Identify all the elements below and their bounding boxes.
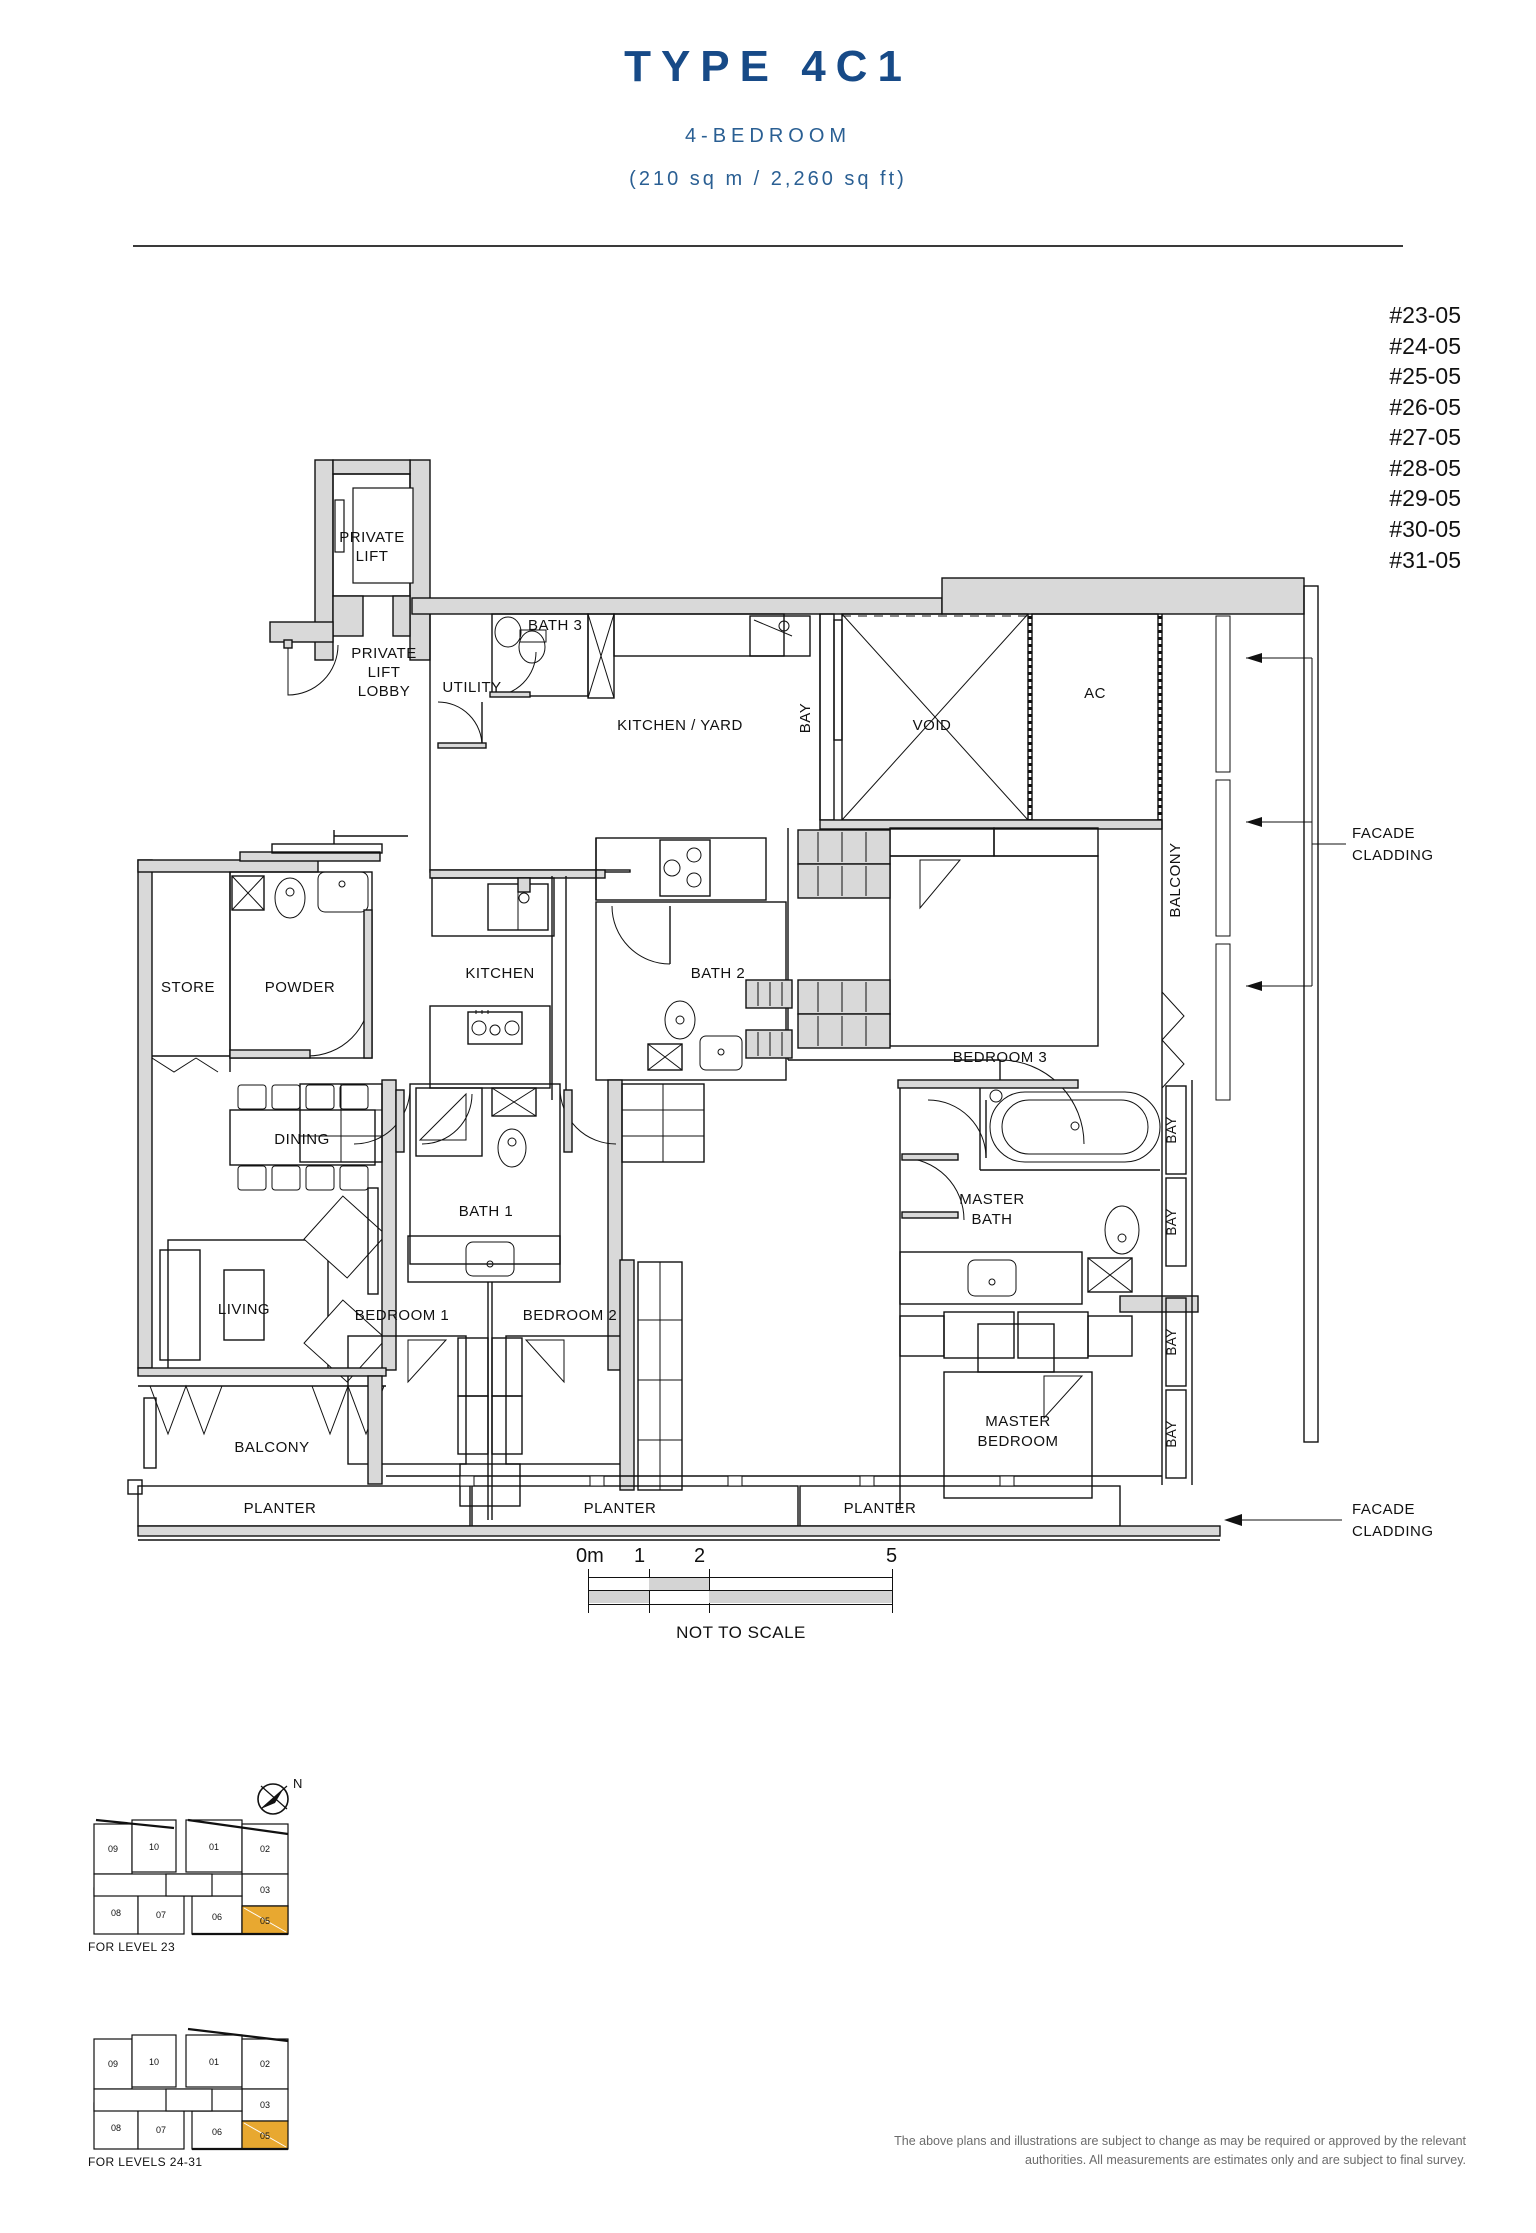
room-label-bay-3: BAY xyxy=(1164,1328,1179,1355)
room-label-balcony-left: BALCONY xyxy=(234,1439,309,1456)
svg-text:02: 02 xyxy=(260,2059,270,2069)
svg-text:10: 10 xyxy=(149,1842,159,1852)
page-title: TYPE 4C1 xyxy=(624,42,912,91)
room-label-bay-top: BAY xyxy=(797,703,814,733)
room-label-bay-4: BAY xyxy=(1164,1420,1179,1447)
disclaimer-text: The above plans and illustrations are su… xyxy=(894,2134,1466,2167)
room-label-balcony-right: BALCONY xyxy=(1167,842,1184,917)
svg-text:07: 07 xyxy=(156,2125,166,2135)
room-label-utility: UTILITY xyxy=(442,679,501,696)
svg-text:10: 10 xyxy=(149,2057,159,2067)
room-label-master-bath-2: BATH xyxy=(972,1211,1013,1228)
svg-text:02: 02 xyxy=(260,1844,270,1854)
scale-note: NOT TO SCALE xyxy=(676,1623,806,1642)
room-label-lift-lobby-2: LIFT xyxy=(368,664,401,681)
svg-text:09: 09 xyxy=(108,2059,118,2069)
unit-number: #30-05 xyxy=(1389,516,1461,543)
room-label-kitchen: KITCHEN xyxy=(465,965,534,982)
floor-plan-drawing: .w{fill:#d9d9d9;stroke:#111;stroke-width… xyxy=(120,440,1440,1560)
room-label-void: VOID xyxy=(913,717,952,734)
callout-facade-cladding-right-2: CLADDING xyxy=(1352,847,1434,864)
room-label-powder: POWDER xyxy=(265,979,336,996)
callout-facade-cladding-bottom-1: FACADE xyxy=(1352,1501,1415,1518)
unit-number: #26-05 xyxy=(1389,393,1461,420)
unit-number-list: #23-05 #24-05 #25-05 #26-05 #27-05 #28-0… xyxy=(1389,300,1461,575)
compass-north-icon: N xyxy=(253,1775,311,1817)
unit-number: #25-05 xyxy=(1389,363,1461,390)
svg-text:01: 01 xyxy=(209,2057,219,2067)
svg-text:08: 08 xyxy=(111,1908,121,1918)
unit-number: #29-05 xyxy=(1389,485,1461,512)
room-label-ac: AC xyxy=(1084,685,1106,702)
unit-number: #28-05 xyxy=(1389,454,1461,481)
svg-text:05: 05 xyxy=(260,2131,270,2141)
scale-bar-upper xyxy=(588,1577,893,1591)
key-plan-levels-24-31[interactable]: 09 10 01 02 03 08 07 06 05 FOR LEVELS 24-31 xyxy=(88,2015,298,2169)
room-label-dining: DINING xyxy=(274,1131,330,1148)
callout-facade-cladding-bottom-2: CLADDING xyxy=(1352,1523,1434,1540)
svg-text:N: N xyxy=(293,1776,302,1791)
room-label-bay-2: BAY xyxy=(1164,1208,1179,1235)
unit-number: #24-05 xyxy=(1389,332,1461,359)
scale-tick-2: 2 xyxy=(694,1545,706,1567)
scale-bar-lower xyxy=(588,1591,893,1605)
key-plan-level-23[interactable]: 09 10 01 02 03 08 07 06 05 FOR LEVEL 23 xyxy=(88,1800,298,1954)
room-label-private-lift-2: LIFT xyxy=(356,548,389,565)
svg-text:03: 03 xyxy=(260,2100,270,2110)
room-label-living: LIVING xyxy=(218,1301,270,1318)
room-label-bath2: BATH 2 xyxy=(691,965,745,982)
room-label-planter-3: PLANTER xyxy=(844,1500,917,1517)
unit-number: #31-05 xyxy=(1389,546,1461,573)
svg-text:07: 07 xyxy=(156,1910,166,1920)
scale-tick-0: 0m xyxy=(576,1545,604,1567)
room-label-kitchen-yard: KITCHEN / YARD xyxy=(617,717,743,734)
unit-type-label: 4-BEDROOM xyxy=(684,125,852,147)
room-label-bath1: BATH 1 xyxy=(459,1203,513,1220)
svg-text:09: 09 xyxy=(108,1844,118,1854)
room-label-planter-2: PLANTER xyxy=(584,1500,657,1517)
unit-number: #23-05 xyxy=(1389,302,1461,328)
room-label-lift-lobby-1: PRIVATE xyxy=(351,645,416,662)
room-label-master-bedroom-2: BEDROOM xyxy=(977,1433,1058,1450)
room-label-private-lift: PRIVATE xyxy=(339,529,404,546)
svg-text:05: 05 xyxy=(260,1916,270,1926)
svg-text:03: 03 xyxy=(260,1885,270,1895)
unit-area-label: (210 sq m / 2,260 sq ft) xyxy=(629,168,907,190)
key-plan-caption-1: FOR LEVEL 23 xyxy=(88,1940,176,1954)
room-label-master-bedroom-1: MASTER xyxy=(985,1413,1051,1430)
unit-number: #27-05 xyxy=(1389,424,1461,451)
svg-text:01: 01 xyxy=(209,1842,219,1852)
room-label-store: STORE xyxy=(161,979,215,996)
scale-tick-5: 5 xyxy=(886,1545,898,1567)
svg-text:06: 06 xyxy=(212,1912,222,1922)
room-label-planter-1: PLANTER xyxy=(244,1500,317,1517)
key-plan-caption-2: FOR LEVELS 24-31 xyxy=(88,2155,203,2169)
scale-tick-1: 1 xyxy=(634,1545,646,1567)
room-label-bedroom1: BEDROOM 1 xyxy=(355,1307,450,1324)
room-label-bay-1: BAY xyxy=(1164,1116,1179,1143)
room-label-bedroom3: BEDROOM 3 xyxy=(953,1049,1048,1066)
room-label-bath3: BATH 3 xyxy=(528,617,582,634)
svg-text:06: 06 xyxy=(212,2127,222,2137)
header-divider xyxy=(133,245,1403,247)
svg-text:08: 08 xyxy=(111,2123,121,2133)
room-label-master-bath-1: MASTER xyxy=(959,1191,1025,1208)
room-label-bedroom2: BEDROOM 2 xyxy=(523,1307,618,1324)
callout-facade-cladding-right-1: FACADE xyxy=(1352,825,1415,842)
room-label-lift-lobby-3: LOBBY xyxy=(358,683,411,700)
